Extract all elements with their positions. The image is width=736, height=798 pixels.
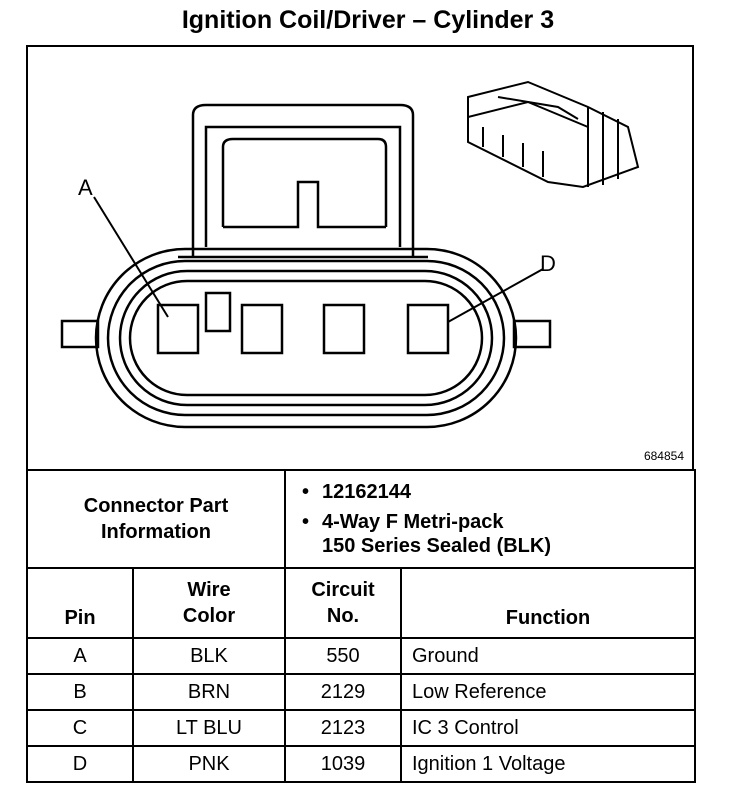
- connector-table: Connector Part Information •12162144 •4-…: [26, 469, 696, 783]
- table-row: D PNK 1039 Ignition 1 Voltage: [26, 745, 696, 783]
- connector-part-label: Connector Part Information: [26, 469, 286, 569]
- function-cell: Low Reference: [400, 673, 696, 711]
- function-cell: Ground: [400, 637, 696, 675]
- table-row: B BRN 2129 Low Reference: [26, 673, 696, 711]
- latch-outer: [191, 103, 415, 257]
- header-pin: Pin: [26, 567, 134, 639]
- connector-body-ring: [106, 259, 506, 417]
- pin-cell: A: [26, 637, 134, 675]
- pin-cavity-c: [322, 303, 366, 355]
- latch-slot: [223, 180, 386, 229]
- connector-description-2: 150 Series Sealed (BLK): [322, 535, 551, 557]
- left-tab: [60, 319, 100, 349]
- latch-inner: [204, 125, 402, 247]
- pin-cell: D: [26, 745, 134, 783]
- connector-part-info: •12162144 •4-Way F Metri-pack 150 Series…: [284, 469, 696, 569]
- table-row: A BLK 550 Ground: [26, 637, 696, 675]
- function-cell: Ignition 1 Voltage: [400, 745, 696, 783]
- diagram-title: Ignition Coil/Driver – Cylinder 3: [181, 6, 555, 34]
- pin-cavity-a: [156, 303, 200, 355]
- connector-body-outer: [94, 247, 518, 429]
- function-cell: IC 3 Control: [400, 709, 696, 747]
- figure-id: 684854: [643, 449, 684, 463]
- header-circuit-no: Circuit No.: [284, 567, 402, 639]
- wire-color-cell: LT BLU: [132, 709, 286, 747]
- connector-3d-sketch: [467, 80, 640, 189]
- wire-color-cell: BRN: [132, 673, 286, 711]
- connector-face-drawing: A D: [60, 80, 640, 429]
- pin-cell: B: [26, 673, 134, 711]
- pin-cell: C: [26, 709, 134, 747]
- part-number: •12162144: [302, 481, 411, 503]
- header-wire-color: Wire Color: [132, 567, 286, 639]
- circuit-cell: 550: [284, 637, 402, 675]
- callout-a: A: [78, 175, 93, 200]
- pin-cavity-b: [240, 303, 284, 355]
- wire-color-cell: BLK: [132, 637, 286, 675]
- pin-cavity-d: [406, 303, 450, 355]
- callout-d: D: [540, 251, 556, 276]
- callout-line-d: [447, 268, 544, 323]
- right-tab: [512, 319, 552, 349]
- circuit-cell: 1039: [284, 745, 402, 783]
- latch-window: [221, 137, 388, 227]
- table-row: C LT BLU 2123 IC 3 Control: [26, 709, 696, 747]
- connector-key: [204, 291, 232, 333]
- circuit-cell: 2123: [284, 709, 402, 747]
- callout-line-a: [93, 196, 169, 318]
- connector-seal: [128, 279, 484, 397]
- connector-body-inner: [118, 269, 494, 407]
- connector-description: •4-Way F Metri-pack: [302, 511, 504, 533]
- header-function: Function: [400, 567, 696, 639]
- circuit-cell: 2129: [284, 673, 402, 711]
- wire-color-cell: PNK: [132, 745, 286, 783]
- connector-figure: A D 684854: [26, 45, 694, 469]
